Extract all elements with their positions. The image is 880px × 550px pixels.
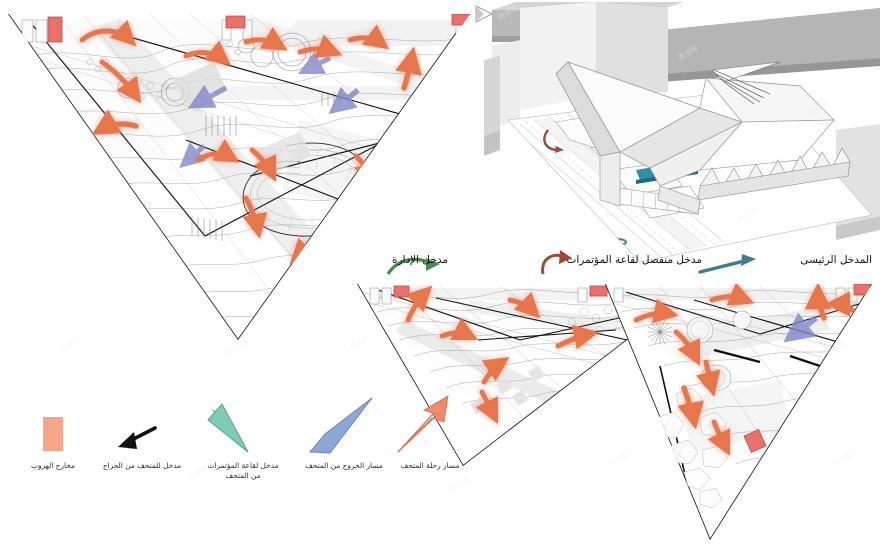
administration-entrance-arrow-icon (386, 257, 440, 275)
plan-blue-arrow (179, 51, 360, 168)
top-legend-arrows (386, 250, 756, 275)
legend-label-museum-journey-path: مسار رحلة المتحف (400, 461, 460, 470)
bottom-legend-symbols (43, 395, 449, 454)
museum-journey-path-arrow-icon (397, 395, 449, 453)
tree-symbol (647, 319, 673, 345)
north-arrow-icon (475, 5, 493, 23)
main-entrance-arrow-icon (698, 254, 756, 274)
plan-lower-right (605, 284, 872, 540)
escape-exit-marker (743, 284, 871, 453)
top-legend-label-administration-entrance: مدخل الإدارة (392, 254, 448, 266)
folded-roof (555, 61, 851, 215)
museum-exit-path-arrow-icon (309, 397, 373, 454)
top-legend-label-main-entrance: المدخل الرئيسى (800, 254, 872, 266)
plan-flow-arrow (405, 285, 599, 425)
legend-label-museum-entry-from-garage: مدخل للمتحف من الجراج (102, 461, 182, 470)
escape-exits-swatch (43, 417, 63, 451)
legend-label-conference-hall-entry-from-museum: مدخل لقاعة المؤتمرات من المتحف (207, 461, 279, 480)
plan-flow-arrow (633, 284, 855, 457)
separate-conference-entrance-arrow-icon (541, 250, 572, 275)
plan-upper-left (8, 14, 470, 340)
model-upper-right (475, 2, 880, 263)
top-legend-label-separate-conference-entrance: مدخل منفصل لقاعة المؤتمرات (566, 254, 702, 266)
legend-label-escape-exits: مخارج الهروب (31, 461, 75, 470)
plan-blue-arrow (783, 312, 818, 343)
legend-label-museum-exit-path: مسار الخروج من المتحف (305, 461, 383, 470)
conference-hall-entry-from-museum-arrow-icon (207, 403, 249, 453)
museum-entry-from-garage-arrow-icon (118, 426, 157, 449)
